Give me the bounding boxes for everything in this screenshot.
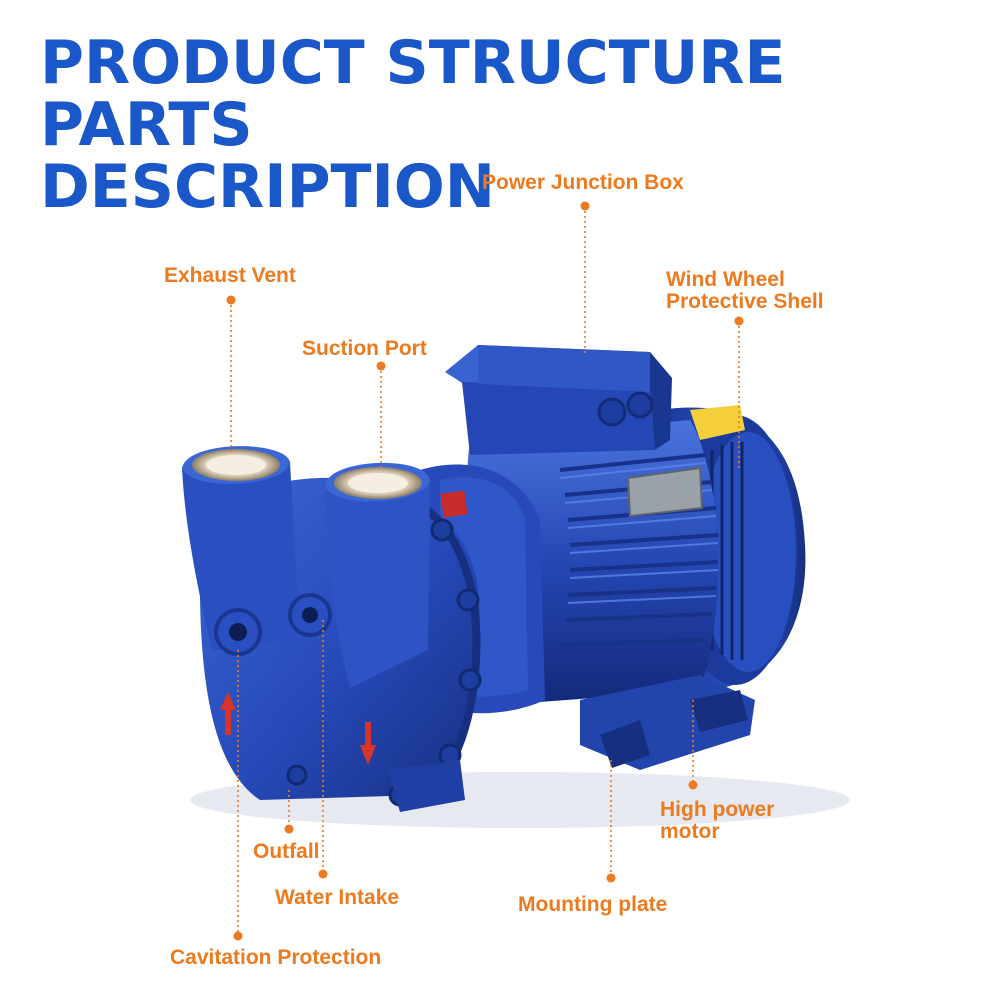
- outfall: [286, 764, 308, 786]
- rotation-arrow-down: [360, 722, 376, 765]
- label-mounting-plate: Mounting plate: [518, 893, 668, 916]
- leader-lines: [230, 206, 740, 936]
- label-outfall: Outfall: [253, 840, 320, 863]
- exhaust-vent: [182, 446, 300, 650]
- leader-dots: [226, 201, 744, 941]
- rotation-arrow-up: [220, 692, 236, 735]
- page-title-line-2: DESCRIPTION: [40, 152, 496, 222]
- label-wind-wheel-line-1: Wind Wheel: [666, 268, 785, 291]
- label-high-power-motor: High power motor: [660, 799, 774, 843]
- mounting-plate: [580, 675, 755, 770]
- label-cavitation-protection: Cavitation Protection: [170, 946, 382, 969]
- suction-port: [325, 462, 430, 688]
- cavitation-protection: [214, 608, 262, 656]
- page-title: PRODUCT STRUCTURE PARTS DESCRIPTION: [40, 32, 980, 218]
- label-wind-wheel-protective-shell: Wind Wheel Protective Shell: [666, 269, 824, 313]
- label-high-power-motor-line-1: High power: [660, 798, 775, 821]
- page-title-line-1: PRODUCT STRUCTURE PARTS: [40, 28, 786, 160]
- label-wind-wheel-line-2: Protective Shell: [666, 290, 824, 313]
- power-junction-box: [445, 345, 672, 455]
- label-suction-port: Suction Port: [302, 337, 427, 360]
- high-power-motor: [445, 345, 806, 770]
- water-intake: [288, 593, 332, 637]
- label-high-power-motor-line-2: motor: [660, 820, 720, 843]
- label-exhaust-vent: Exhaust Vent: [164, 264, 296, 287]
- pump-head: [182, 446, 482, 812]
- label-water-intake: Water Intake: [275, 886, 400, 909]
- label-power-junction-box: Power Junction Box: [482, 171, 684, 194]
